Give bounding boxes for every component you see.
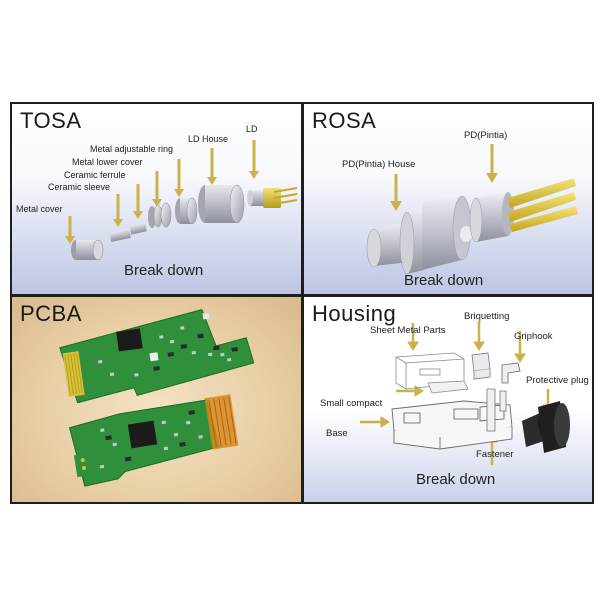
pcba-photo	[59, 308, 255, 487]
metal-adjustable-ring-part	[175, 197, 198, 225]
ceramic-ferrule-part	[129, 222, 147, 235]
ld-house-part	[198, 184, 245, 224]
label-fastener: Fastener	[476, 449, 514, 460]
tosa-title: TOSA	[20, 108, 82, 133]
protective-plug-part	[522, 401, 570, 453]
housing-title: Housing	[312, 301, 397, 326]
label-metal-lower-cover: Metal lower cover	[72, 157, 143, 167]
label-pd: PD(Pintia)	[464, 130, 508, 141]
tosa-break-down-label: Break down	[124, 262, 204, 279]
pcba-panel: PCBA	[12, 297, 301, 502]
label-base: Base	[326, 428, 348, 439]
fastener-part	[486, 388, 507, 432]
griphook-part	[501, 362, 521, 384]
tosa-exploded-view	[65, 140, 298, 261]
housing-exploded-view	[360, 321, 570, 465]
rosa-break-down-label: Break down	[404, 272, 484, 289]
label-griphook: Griphook	[514, 331, 553, 342]
metal-lower-cover-part	[148, 202, 172, 228]
small-compact-part	[427, 380, 469, 394]
pcb-board-bottom	[68, 394, 239, 487]
briquetting-part	[471, 352, 491, 380]
label-pd-house: PD(Pintia) House	[342, 159, 416, 170]
ceramic-sleeve-part	[109, 229, 131, 242]
label-metal-adjustable-ring: Metal adjustable ring	[90, 144, 174, 154]
label-protective-plug: Protective plug	[526, 375, 589, 386]
pd-part	[469, 178, 578, 243]
label-small-compact: Small compact	[320, 398, 383, 409]
housing-panel: Housing	[304, 297, 592, 502]
housing-break-down-label: Break down	[416, 471, 496, 488]
label-metal-cover: Metal cover	[16, 204, 63, 214]
ld-part	[247, 187, 298, 208]
label-ld: LD	[246, 124, 258, 134]
label-ceramic-ferrule: Ceramic ferrule	[64, 170, 126, 180]
label-sheet-metal: Sheet Metal Parts	[370, 325, 446, 336]
rosa-title: ROSA	[312, 108, 377, 133]
rosa-panel: ROSA	[304, 104, 592, 294]
label-briquetting: Briquetting	[464, 311, 510, 322]
rosa-exploded-view	[366, 144, 578, 275]
label-ld-house: LD House	[188, 134, 229, 144]
figure-frame: TOSA	[10, 102, 594, 504]
pd-house-part	[366, 195, 472, 275]
pcb-board-top	[59, 308, 255, 404]
label-ceramic-sleeve: Ceramic sleeve	[48, 182, 111, 192]
pcba-title: PCBA	[20, 301, 82, 326]
tosa-panel: TOSA	[12, 104, 301, 294]
metal-cover-part	[71, 239, 104, 261]
